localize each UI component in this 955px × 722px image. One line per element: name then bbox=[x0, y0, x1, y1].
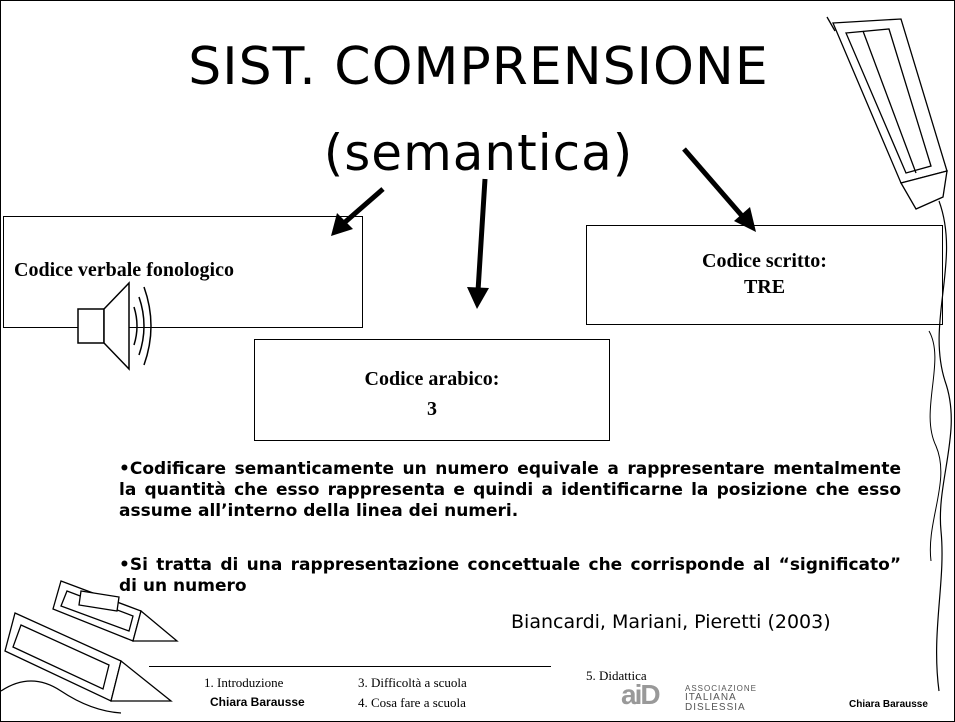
paragraph-semantic-coding: •Codificare semanticamente un numero equ… bbox=[119, 459, 901, 521]
arabic-code-label: Codice arabico: bbox=[364, 368, 500, 390]
footer-nav-introduzione[interactable]: 1. Introduzione bbox=[204, 675, 284, 690]
swirl-line-2 bbox=[928, 330, 942, 562]
footer-divider bbox=[149, 666, 551, 667]
citation: Biancardi, Mariani, Pieretti (2003) bbox=[511, 611, 831, 633]
arabic-code-value: 3 bbox=[427, 398, 437, 420]
slide-title: SIST. COMPRENSIONE bbox=[188, 37, 769, 97]
aid-logo-line3: DISLESSIA bbox=[685, 702, 746, 713]
verbal-code-box: Codice verbale fonologico bbox=[3, 216, 363, 328]
aid-logo-letters: aiD bbox=[621, 679, 661, 710]
written-code-label: Codice scritto: bbox=[702, 250, 827, 272]
footer-author-right: Chiara Barausse bbox=[849, 699, 928, 710]
slide-subtitle: (semantica) bbox=[323, 124, 634, 182]
footer-author-left: Chiara Barausse bbox=[210, 695, 305, 709]
aid-logo-mark: aiD bbox=[621, 679, 683, 711]
written-code-value: TRE bbox=[743, 276, 786, 298]
footer-nav-didattica[interactable]: 5. Didattica bbox=[586, 668, 647, 683]
arrow-to-arabic bbox=[467, 178, 489, 309]
aid-logo-text: ASSOCIAZIONE ITALIANA DISLESSIA bbox=[685, 685, 757, 713]
aid-logo-line1: ASSOCIAZIONE bbox=[685, 684, 758, 693]
written-code-box: Codice scritto: TRE bbox=[586, 225, 943, 325]
pencils-decoration bbox=[1, 580, 179, 714]
aid-logo-line2: ITALIANA bbox=[685, 692, 737, 703]
verbal-code-label: Codice verbale fonologico bbox=[14, 259, 234, 281]
footer-nav-cosa-fare[interactable]: 4. Cosa fare a scuola bbox=[358, 695, 466, 710]
footer-nav-difficolta[interactable]: 3. Difficoltà a scuola bbox=[358, 675, 467, 690]
arabic-code-box: Codice arabico: 3 bbox=[254, 339, 610, 441]
paragraph-conceptual-representation: •Si tratta di una rappresentazione conce… bbox=[119, 555, 901, 596]
